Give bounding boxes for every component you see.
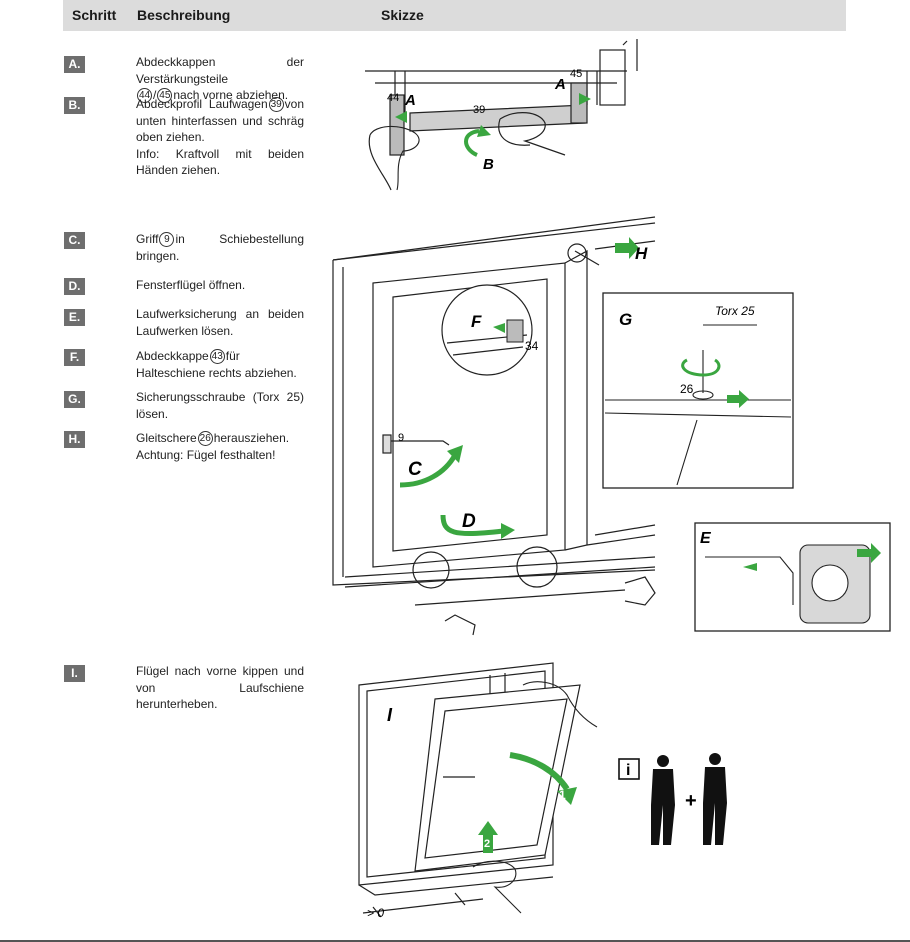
letter-e: E xyxy=(700,530,712,547)
letter-a-right: A xyxy=(554,76,566,93)
step-a-text: Abdeckkappen der Verstärkungsteile xyxy=(136,55,304,86)
step-b-text-2: von unten hinterfassen und schräg oben z… xyxy=(136,97,304,144)
plus-sign: + xyxy=(685,790,697,812)
step-e-description: Laufwerksicherung an beiden Laufwerken l… xyxy=(136,307,304,338)
ref-39-label: 39 xyxy=(473,104,485,116)
letter-b: B xyxy=(483,156,494,173)
step-d-description: Fensterflügel öffnen. xyxy=(136,278,246,292)
step-f-text: Abdeckkappe xyxy=(136,349,209,363)
header-step: Schritt xyxy=(72,7,117,23)
header-sketch: Skizze xyxy=(381,7,424,23)
step-g-description: Sicherungsschraube (Torx 25) lösen. xyxy=(136,390,304,421)
torx-label: Torx 25 xyxy=(715,304,755,318)
gap-label: > 0 xyxy=(367,906,384,920)
step-b-badge: B. xyxy=(64,97,85,114)
step-i-badge: I. xyxy=(64,665,85,682)
step-e-badge: E. xyxy=(64,309,85,326)
info-icon: i xyxy=(626,762,630,779)
arrow-1-label: 1 xyxy=(559,788,566,802)
step-d-badge: D. xyxy=(64,278,85,295)
step-a-description: Abdeckkappen der Verstärkungsteile 44/45… xyxy=(136,54,304,104)
step-i-description: Flügel nach vorne kippen und von Laufsch… xyxy=(136,664,304,711)
person-icon-left xyxy=(651,755,675,845)
sketch-lift-sash: 1 2 I > 0 i + xyxy=(358,662,727,920)
step-c-badge: C. xyxy=(64,232,85,249)
letter-i: I xyxy=(387,705,393,725)
table-header: Schritt Beschreibung Skizze xyxy=(63,0,846,31)
letter-c: C xyxy=(408,459,422,480)
ref-43: 43 xyxy=(209,349,225,365)
letter-f: F xyxy=(471,312,482,331)
step-f-text-2: für Halteschiene rechts abziehen. xyxy=(136,349,297,380)
letter-g: G xyxy=(619,310,632,329)
letter-d: D xyxy=(462,511,476,532)
letter-h: H xyxy=(635,244,648,263)
ref-9-label: 9 xyxy=(398,432,404,444)
step-b-text: Abdeckprofil Laufwagen xyxy=(136,97,268,111)
ref-26-label: 26 xyxy=(680,382,694,396)
sketch-cover-profile: 44 A 39 A 45 B xyxy=(365,39,638,191)
ref-34-label: 34 xyxy=(525,339,539,353)
page-bottom-rule xyxy=(0,940,910,942)
step-b-info: Info: Kraftvoll mit beiden Händen ziehen… xyxy=(136,146,304,178)
step-h-badge: H. xyxy=(64,431,85,448)
letter-a-left: A xyxy=(404,92,416,109)
person-icon-right xyxy=(703,753,727,845)
ref-39: 39 xyxy=(268,97,284,113)
step-g-badge: G. xyxy=(64,391,85,408)
step-a-text-2: nach vorne abziehen. xyxy=(173,88,289,102)
ref-45-label: 45 xyxy=(570,68,582,80)
ref-45: 45 xyxy=(157,88,173,104)
sketch-sliding-sash: H F 34 9 C D G Torx 25 26 E xyxy=(332,216,891,636)
ref-9: 9 xyxy=(159,232,175,248)
step-c-text: Griff xyxy=(136,232,159,246)
ref-26: 26 xyxy=(197,431,213,447)
ref-44: 44 xyxy=(137,88,152,104)
step-f-badge: F. xyxy=(64,349,85,366)
ref-44-label: 44 xyxy=(387,92,399,104)
step-h-text: Gleitschere xyxy=(136,431,197,445)
arrow-2-label: 2 xyxy=(484,838,490,850)
header-description: Beschreibung xyxy=(137,7,231,23)
step-a-badge: A. xyxy=(64,56,85,73)
ref-separator: / xyxy=(153,88,157,102)
step-c-text-2: in Schiebestellung bringen. xyxy=(136,232,304,263)
step-h-text-2: herausziehen. xyxy=(213,431,290,445)
step-h-warning: Achtung: Fügel festhalten! xyxy=(136,447,276,462)
